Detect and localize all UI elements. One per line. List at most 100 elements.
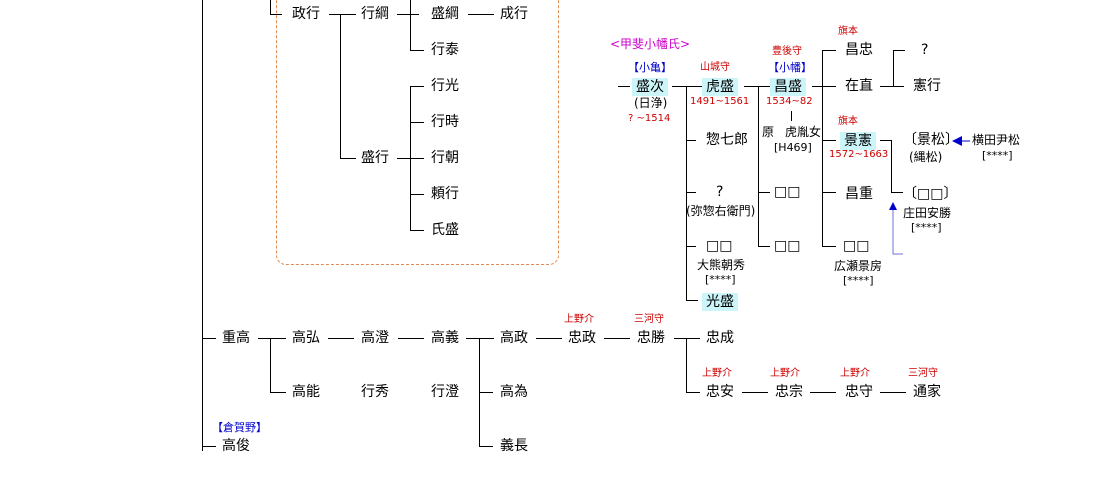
line	[880, 392, 906, 393]
line	[340, 158, 356, 159]
person-yasoemon: (弥惣右衛門)	[686, 204, 756, 218]
person-yukitsuna: 行綱	[361, 6, 389, 22]
ref-onoasahide: [****]	[705, 273, 736, 286]
line	[891, 192, 903, 193]
clan-label-kogame: 【小亀】	[628, 61, 672, 74]
person-yukimitsu: 行光	[431, 78, 459, 94]
line	[329, 14, 356, 15]
line	[410, 0, 411, 51]
person-yukitoki: 行時	[431, 114, 459, 130]
person-kagematsu: 〔景松〕	[903, 132, 959, 148]
person-takatoshi: 高俊	[222, 438, 250, 454]
line	[410, 50, 424, 51]
person-yukihide: 行秀	[361, 384, 389, 400]
line	[672, 86, 702, 87]
line	[791, 111, 792, 121]
line	[822, 192, 836, 193]
person-masatada: 昌忠	[845, 42, 873, 58]
person-masashige: 昌重	[845, 186, 873, 202]
line	[891, 140, 892, 193]
person-shoda: 庄田安勝	[903, 206, 952, 220]
person-tadanari: 忠成	[706, 330, 734, 346]
line	[686, 86, 687, 300]
line	[758, 246, 770, 247]
line	[822, 140, 836, 141]
ref-yokota: [****]	[982, 149, 1013, 162]
person-yoriyuki: 頼行	[431, 186, 459, 202]
ref-hirose: [****]	[843, 274, 874, 287]
line	[398, 338, 424, 339]
person-moriyuki: 盛行	[361, 150, 389, 166]
line	[479, 446, 493, 447]
person-blank-c: □□	[774, 238, 801, 254]
person-blank-e: 〔□□〕	[903, 186, 958, 202]
line	[202, 446, 216, 447]
person-masayuki: 政行	[292, 6, 320, 22]
line	[822, 246, 836, 247]
person-kagenori: 景憲	[840, 132, 876, 150]
line	[604, 338, 630, 339]
line	[202, 338, 216, 339]
title-hatamoto-1: 旗本	[838, 26, 858, 37]
person-takahiro: 高弘	[292, 330, 320, 346]
person-ujimori: 氏盛	[431, 222, 459, 238]
line	[686, 246, 696, 247]
line	[686, 392, 700, 393]
person-tadamasa: 忠政	[568, 330, 596, 346]
person-takamasa: 高政	[500, 330, 528, 346]
person-shigeyuki: 成行	[500, 6, 528, 22]
title-hatamoto-2: 旗本	[838, 116, 858, 127]
person-mitsumori: 光盛	[702, 293, 738, 311]
line	[410, 86, 424, 87]
title-mikawa-2: 三河守	[908, 368, 938, 379]
title-kozuke-2: 上野介	[702, 368, 732, 379]
person-hara: 原	[762, 125, 775, 139]
line	[258, 338, 286, 339]
line	[822, 50, 836, 51]
line	[479, 392, 493, 393]
person-tadamori: 忠守	[845, 384, 873, 400]
title-yamashiro: 山城守	[700, 62, 730, 73]
line	[880, 86, 904, 87]
dashed-group-box	[276, 0, 559, 265]
person-yokota: 横田尹松	[972, 133, 1021, 147]
person-moritsugu: 盛次	[632, 78, 668, 96]
line	[744, 86, 770, 87]
person-blank-d: □□	[843, 238, 870, 254]
person-onoasahide: 大熊朝秀	[697, 258, 746, 272]
person-takazumi: 高澄	[361, 330, 389, 346]
clan-label-obata: 【小幡】	[768, 61, 812, 74]
title-bungo: 豊後守	[772, 46, 802, 57]
person-yukitomo: 行朝	[431, 150, 459, 166]
title-kozuke-3: 上野介	[770, 368, 800, 379]
line	[686, 300, 698, 301]
ref-shoda: [****]	[911, 221, 942, 234]
line	[270, 338, 271, 393]
line	[742, 392, 768, 393]
person-shigetaka: 重高	[222, 330, 250, 346]
ref-h469: [H469]	[774, 141, 812, 154]
person-takayoshi: 高義	[431, 330, 459, 346]
person-takayoshi-2: 高能	[292, 384, 320, 400]
line	[397, 158, 410, 159]
line	[618, 86, 630, 87]
person-moritsuna: 盛綱	[431, 6, 459, 22]
person-michiie: 通家	[913, 384, 941, 400]
title-kozuke-4: 上野介	[840, 368, 870, 379]
line	[758, 86, 759, 247]
line	[893, 50, 894, 87]
person-blank-a: □□	[706, 238, 733, 254]
line	[822, 50, 823, 247]
person-tadayasu: 忠安	[706, 384, 734, 400]
trunk-line	[202, 0, 203, 451]
line	[410, 158, 424, 159]
person-unknown: ?	[716, 184, 724, 200]
years-toramori: 1491~1561	[690, 96, 750, 107]
person-yoshinaga: 義長	[500, 438, 528, 454]
branch-title: <甲斐小幡氏>	[610, 37, 691, 51]
person-moritsugu-note: (日浄)	[634, 96, 668, 110]
clan-label-kuragano: 【倉賀野】	[212, 421, 267, 434]
line	[686, 338, 687, 393]
title-kozuke-1: 上野介	[564, 314, 594, 325]
